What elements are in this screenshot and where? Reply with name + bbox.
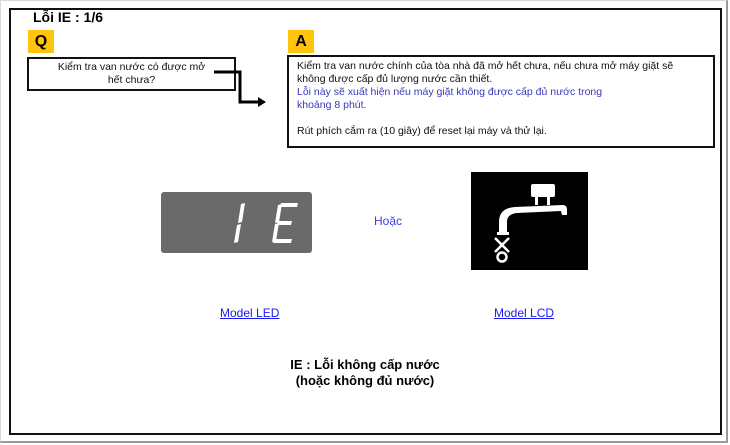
answer-note-line2: khoảng 8 phút.	[297, 99, 367, 111]
question-text-line1: Kiểm tra van nước có được mở	[57, 61, 206, 73]
led-display	[161, 192, 312, 253]
seven-segment-ie-icon	[234, 203, 298, 243]
question-box: Kiểm tra van nước có được mở hết chưa?	[27, 57, 236, 91]
answer-note-line1: Lỗi này sẽ xuất hiện nếu máy giặt không …	[297, 86, 603, 98]
or-label: Hoặc	[374, 214, 403, 228]
answer-box: Kiểm tra van nước chính của tòa nhà đã m…	[287, 55, 715, 148]
page-title: Lỗi IE : 1/6	[33, 9, 104, 25]
answer-line2: không được cấp đủ lượng nước cần thiết.	[297, 73, 493, 85]
lcd-display	[471, 172, 588, 270]
model-led-link[interactable]: Model LED	[220, 306, 280, 320]
error-caption: IE : Lỗi không cấp nước (hoặc không đủ n…	[250, 357, 480, 389]
answer-tag: A	[288, 30, 314, 53]
question-tag: Q	[28, 30, 54, 53]
answer-line1: Kiểm tra van nước chính của tòa nhà đã m…	[297, 60, 674, 72]
caption-line2: (hoặc không đủ nước)	[295, 373, 435, 388]
question-text-line2: hết chưa?	[107, 74, 156, 86]
caption-line1: IE : Lỗi không cấp nước	[290, 357, 440, 372]
arrow-connector-icon	[214, 70, 266, 107]
content-frame	[9, 8, 722, 435]
model-lcd-link[interactable]: Model LCD	[494, 306, 555, 320]
answer-line3: Rút phích cắm ra (10 giây) để reset lại …	[297, 125, 547, 137]
water-tap-crossed-icon	[494, 184, 567, 263]
